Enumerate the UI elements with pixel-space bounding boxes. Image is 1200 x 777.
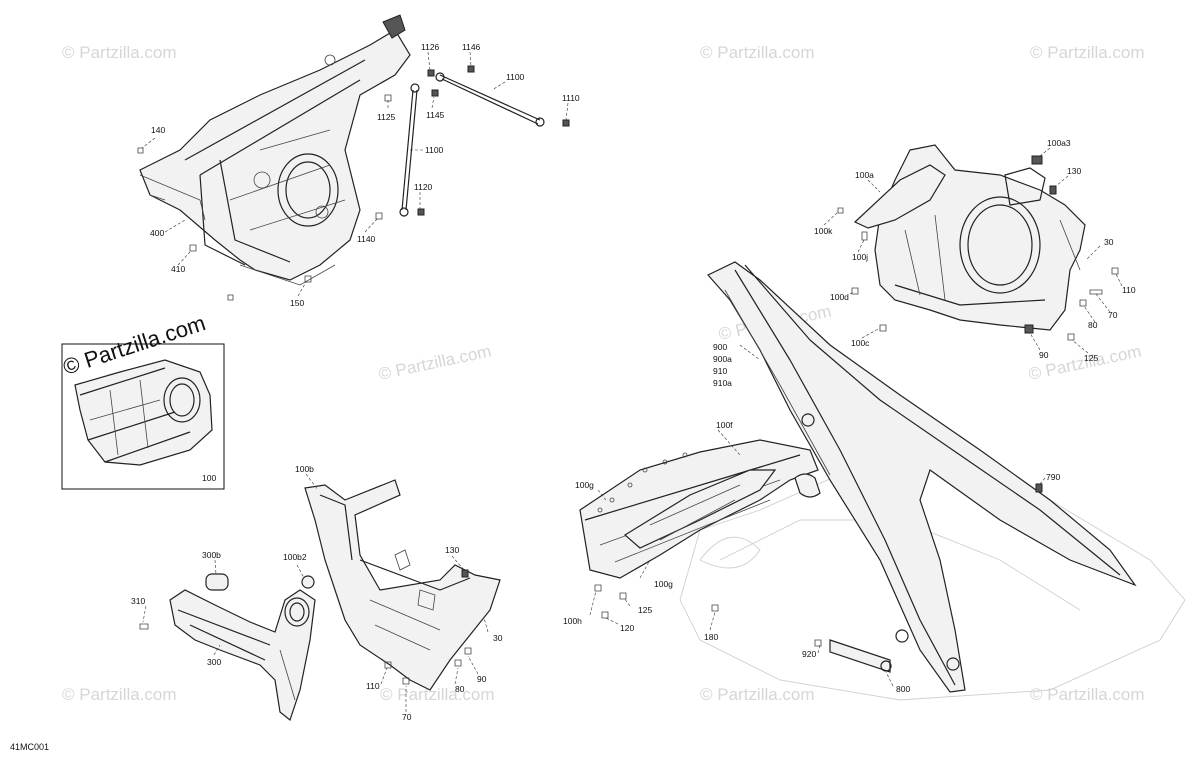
inset-100: © Partzilla.com 100 bbox=[60, 310, 225, 490]
callout-100h: 100h bbox=[563, 616, 582, 626]
callouts-top-left: 1126 1146 1100 1110 1125 1145 1100 1120 … bbox=[150, 42, 580, 308]
callout-1100-upper: 1100 bbox=[506, 72, 525, 82]
callout-30-left: 30 bbox=[493, 633, 503, 643]
callout-900: 900 bbox=[713, 342, 727, 352]
rod-assemblies bbox=[137, 65, 570, 301]
callout-100f: 100f bbox=[716, 420, 733, 430]
callout-110-left: 110 bbox=[366, 681, 380, 691]
lower-frame-300 bbox=[139, 573, 316, 722]
callout-100g-lower: 100g bbox=[654, 579, 673, 589]
callout-300b: 300b bbox=[202, 550, 221, 560]
side-beam-900 bbox=[679, 261, 1186, 701]
callouts-bottom-left: 100b 300b 100b2 130 310 300 30 110 80 90… bbox=[131, 464, 503, 722]
callout-400: 400 bbox=[150, 228, 164, 238]
lower-frame-100b bbox=[301, 479, 501, 691]
front-frame-assembly bbox=[139, 14, 411, 286]
callouts-top-right: 100a3 100a 130 100k 100j 30 100d 110 70 … bbox=[814, 138, 1136, 363]
callout-90-left: 90 bbox=[477, 674, 487, 684]
callout-310: 310 bbox=[131, 596, 145, 606]
callouts-bottom-right: 900 900a 910 910a 100f 100g 100g 790 125… bbox=[563, 342, 1060, 694]
callout-125-right: 125 bbox=[1084, 353, 1098, 363]
callout-1125: 1125 bbox=[377, 112, 396, 122]
callout-30-right: 30 bbox=[1104, 237, 1114, 247]
leaders-bottom-right bbox=[589, 344, 1046, 687]
callout-100c: 100c bbox=[851, 338, 870, 348]
callout-130-left: 130 bbox=[445, 545, 459, 555]
callout-100d: 100d bbox=[830, 292, 849, 302]
watermark-10: © Partzilla.com bbox=[1030, 685, 1145, 704]
leaders-top-right bbox=[823, 147, 1123, 354]
callout-140: 140 bbox=[151, 125, 165, 135]
drawing-code: 41MC001 bbox=[10, 742, 49, 752]
callout-100g-upper: 100g bbox=[575, 480, 594, 490]
callout-150: 150 bbox=[290, 298, 304, 308]
callout-110-right: 110 bbox=[1122, 285, 1136, 295]
watermark-4: © Partzilla.com bbox=[377, 342, 493, 384]
callout-1126: 1126 bbox=[421, 42, 440, 52]
callout-130-right: 130 bbox=[1067, 166, 1081, 176]
callout-100a3: 100a3 bbox=[1047, 138, 1071, 148]
callout-100b2: 100b2 bbox=[283, 552, 307, 562]
callout-100j: 100j bbox=[852, 252, 868, 262]
callout-300: 300 bbox=[207, 657, 221, 667]
callout-120: 120 bbox=[620, 623, 634, 633]
callout-900a: 900a bbox=[713, 354, 732, 364]
callout-180: 180 bbox=[704, 632, 718, 642]
watermark-7: © Partzilla.com bbox=[62, 685, 177, 704]
callout-1110: 1110 bbox=[562, 93, 580, 103]
rear-frame-100a bbox=[837, 144, 1119, 341]
callout-1145: 1145 bbox=[426, 110, 445, 120]
leaders-top-left bbox=[141, 51, 569, 297]
skid-plate-100f bbox=[579, 439, 821, 619]
callout-910a: 910a bbox=[713, 378, 732, 388]
callout-70-right: 70 bbox=[1108, 310, 1118, 320]
watermark-2: © Partzilla.com bbox=[700, 43, 815, 62]
watermark-1: © Partzilla.com bbox=[62, 43, 177, 62]
callout-1120: 1120 bbox=[414, 182, 433, 192]
callout-1146: 1146 bbox=[462, 42, 481, 52]
callout-80-right: 80 bbox=[1088, 320, 1098, 330]
callout-100k: 100k bbox=[814, 226, 833, 236]
callout-80-left: 80 bbox=[455, 684, 465, 694]
leaders-bottom-left bbox=[142, 473, 489, 712]
callout-1100-lower: 1100 bbox=[425, 145, 444, 155]
callout-920: 920 bbox=[802, 649, 816, 659]
callout-125-bottom: 125 bbox=[638, 605, 652, 615]
callout-800: 800 bbox=[896, 684, 910, 694]
callout-1140: 1140 bbox=[357, 234, 376, 244]
callout-90-right: 90 bbox=[1039, 350, 1049, 360]
callout-910: 910 bbox=[713, 366, 727, 376]
callout-410: 410 bbox=[171, 264, 185, 274]
callout-100: 100 bbox=[202, 473, 216, 483]
callout-790: 790 bbox=[1046, 472, 1060, 482]
callout-100b: 100b bbox=[295, 464, 314, 474]
watermark-9: © Partzilla.com bbox=[700, 685, 815, 704]
callout-70-left: 70 bbox=[402, 712, 412, 722]
watermark-3: © Partzilla.com bbox=[1030, 43, 1145, 62]
callout-100a: 100a bbox=[855, 170, 874, 180]
watermark-8: © Partzilla.com bbox=[380, 685, 495, 704]
